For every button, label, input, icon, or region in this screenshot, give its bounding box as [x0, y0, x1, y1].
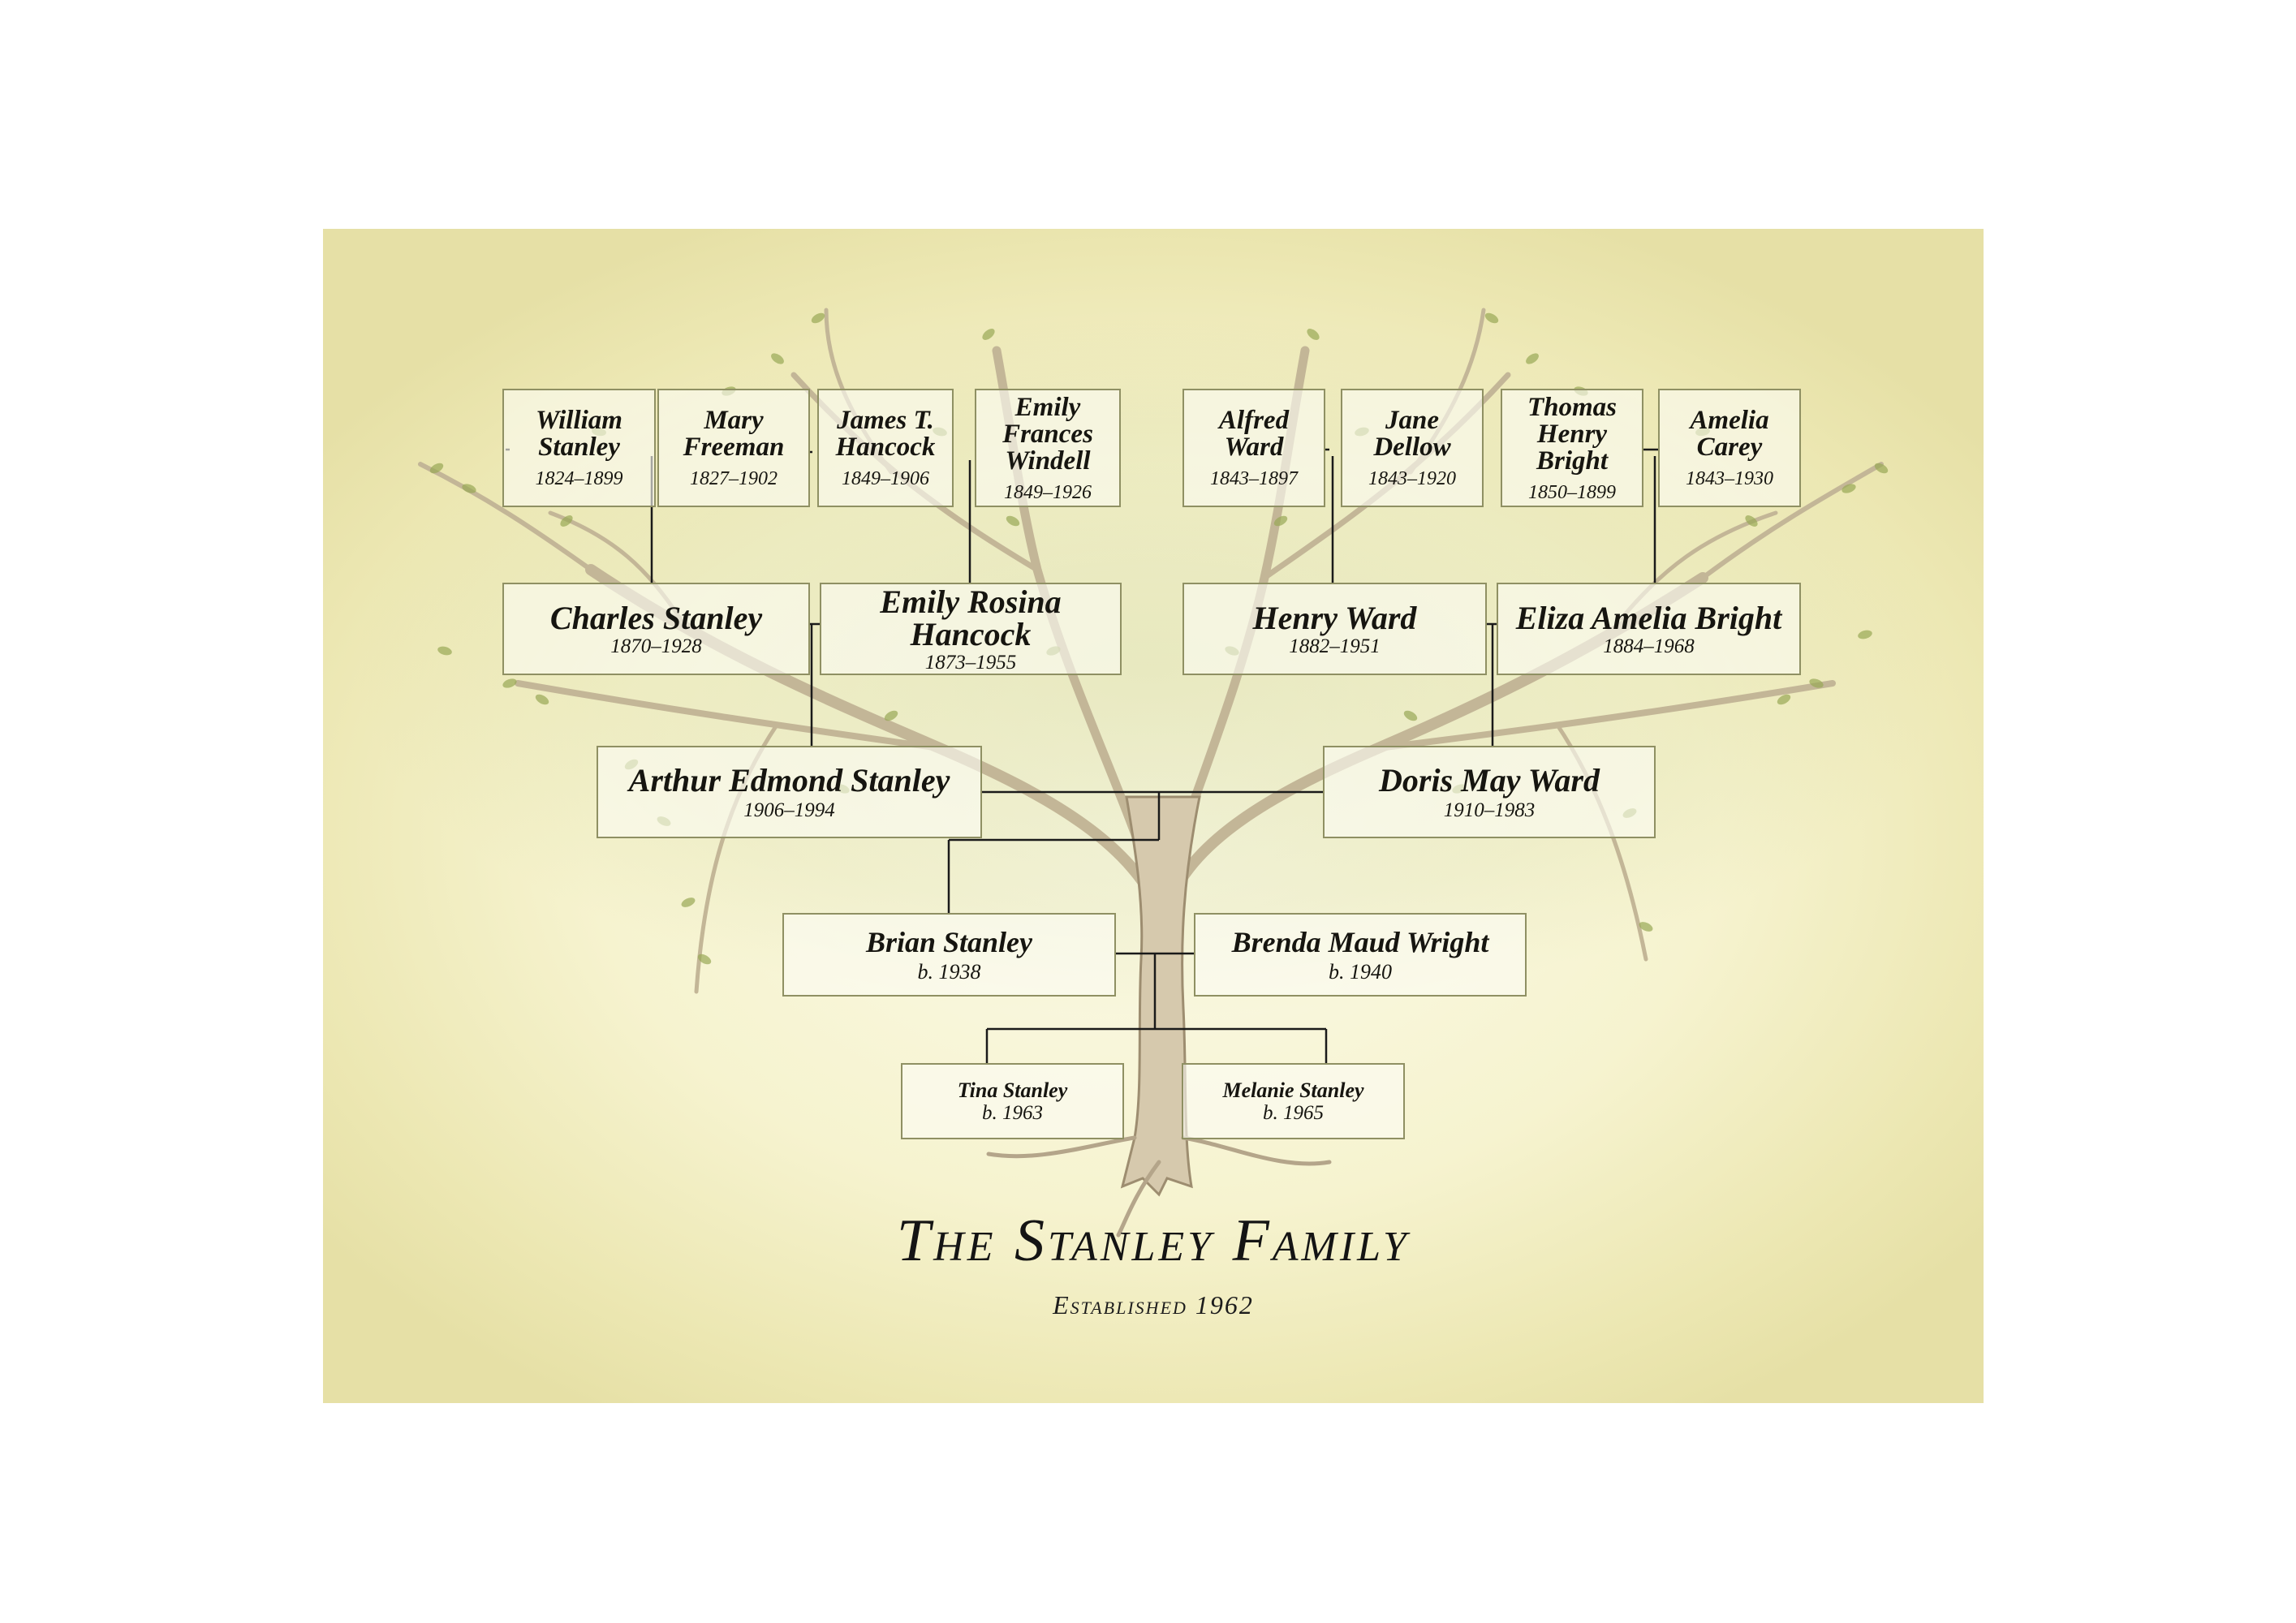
family-title: The Stanley Family	[897, 1208, 1410, 1274]
person-name: Emily Rosina Hancock	[880, 583, 1062, 652]
person-dates: 1910–1983	[1443, 799, 1536, 821]
person-brian-stanley: Brian Stanley b. 1938	[782, 913, 1116, 997]
person-alfred-ward: Alfred Ward 1843–1897	[1182, 389, 1325, 507]
person-name: Jane Dellow	[1373, 406, 1451, 462]
person-name: Tina Stanley	[957, 1078, 1068, 1102]
person-melanie-stanley: Melanie Stanley b. 1965	[1182, 1063, 1405, 1139]
person-william-stanley: William Stanley 1824–1899	[502, 389, 656, 507]
person-name: Amelia Carey	[1690, 406, 1769, 462]
person-emily-windell: Emily Frances Windell 1849–1926	[975, 389, 1121, 507]
person-dates: 1884–1968	[1603, 635, 1695, 657]
person-name: Alfred Ward	[1218, 406, 1290, 462]
person-dates: 1850–1899	[1528, 481, 1616, 503]
person-name: Emily Frances Windell	[1002, 392, 1093, 476]
person-dates: 1843–1897	[1210, 468, 1298, 489]
person-emily-hancock: Emily Rosina Hancock 1873–1955	[820, 583, 1122, 675]
person-name: Eliza Amelia Bright	[1515, 599, 1782, 636]
tree-roots	[986, 1135, 1332, 1238]
family-tree-artboard: William Stanley 1824–1899 Mary Freeman 1…	[323, 229, 1984, 1403]
person-dates: 1882–1951	[1289, 635, 1381, 657]
person-name: Arthur Edmond Stanley	[628, 761, 950, 799]
person-doris-ward: Doris May Ward 1910–1983	[1323, 746, 1656, 838]
person-amelia-carey: Amelia Carey 1843–1930	[1658, 389, 1801, 507]
person-henry-ward: Henry Ward 1882–1951	[1182, 583, 1487, 675]
tree-trunk	[1120, 795, 1201, 1197]
person-name: Doris May Ward	[1379, 761, 1600, 799]
person-dates: b. 1963	[982, 1101, 1043, 1124]
person-thomas-bright: Thomas Henry Bright 1850–1899	[1501, 389, 1643, 507]
person-name: Thomas Henry Bright	[1527, 392, 1618, 476]
person-james-hancock: James T. Hancock 1849–1906	[817, 389, 954, 507]
person-dates: 1827–1902	[690, 468, 778, 489]
person-dates: 1873–1955	[924, 651, 1017, 674]
person-tina-stanley: Tina Stanley b. 1963	[901, 1063, 1124, 1139]
person-eliza-bright: Eliza Amelia Bright 1884–1968	[1497, 583, 1801, 675]
person-name: Charles Stanley	[549, 599, 763, 636]
person-charles-stanley: Charles Stanley 1870–1928	[502, 583, 810, 675]
person-name: Henry Ward	[1252, 599, 1417, 636]
family-subtitle: Established 1962	[1053, 1290, 1254, 1319]
person-jane-dellow: Jane Dellow 1843–1920	[1341, 389, 1484, 507]
person-name: William Stanley	[536, 406, 622, 462]
person-dates: 1849–1906	[842, 468, 929, 489]
person-dates: 1843–1920	[1368, 468, 1456, 489]
person-dates: 1906–1994	[743, 799, 835, 821]
person-name: Brenda Maud Wright	[1231, 925, 1489, 958]
family-connectors	[506, 448, 1658, 1063]
person-dates: 1824–1899	[535, 468, 623, 489]
person-dates: 1843–1930	[1686, 468, 1773, 489]
person-name: Brian Stanley	[865, 925, 1033, 958]
person-dates: b. 1938	[917, 959, 981, 984]
person-mary-freeman: Mary Freeman 1827–1902	[657, 389, 810, 507]
person-arthur-stanley: Arthur Edmond Stanley 1906–1994	[597, 746, 982, 838]
person-name: James T. Hancock	[835, 406, 936, 462]
person-name: Mary Freeman	[683, 406, 785, 462]
person-dates: b. 1965	[1263, 1101, 1324, 1124]
person-dates: 1870–1928	[610, 635, 702, 657]
person-name: Melanie Stanley	[1222, 1078, 1364, 1102]
person-dates: b. 1940	[1329, 959, 1392, 984]
person-brenda-wright: Brenda Maud Wright b. 1940	[1194, 913, 1527, 997]
person-dates: 1849–1926	[1004, 481, 1092, 503]
